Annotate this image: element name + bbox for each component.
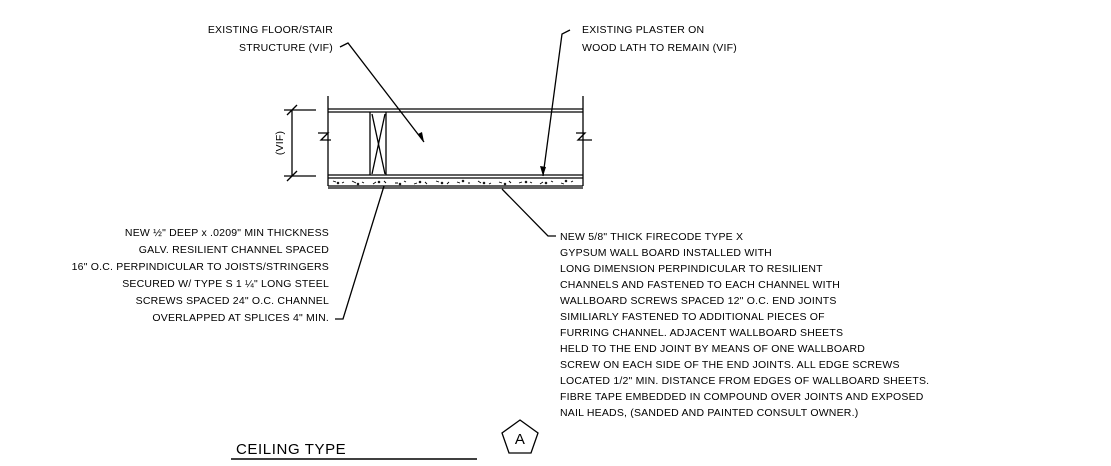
note-resilient-channel: NEW ½" DEEP x .0209" MIN THICKNESS GALV.…: [72, 227, 329, 324]
vif-label: (VIF): [274, 131, 286, 155]
leader-existing-floor: [339, 42, 425, 143]
note-new-gyp-line-7: FURRING CHANNEL. ADJACENT WALLBOARD SHEE…: [560, 327, 843, 339]
note-resilient-line-3: 16" O.C. PERPINDICULAR TO JOISTS/STRINGE…: [72, 261, 329, 273]
plaster-hatch: [332, 179, 574, 186]
note-existing-plaster-line-2: WOOD LATH TO REMAIN (VIF): [582, 42, 737, 54]
tag-pentagon: [501, 419, 539, 454]
note-resilient-line-1: NEW ½" DEEP x .0209" MIN THICKNESS: [125, 227, 329, 239]
note-resilient-line-6: OVERLAPPED AT SPLICES 4" MIN.: [152, 312, 329, 324]
note-new-gyp-line-9: SCREW ON EACH SIDE OF THE END JOINTS. AL…: [560, 359, 900, 371]
note-new-gyp-line-3: LONG DIMENSION PERPINDICULAR TO RESILIEN…: [560, 263, 823, 275]
ceiling-layers: [328, 174, 583, 189]
note-new-gyp: NEW 5/8" THICK FIRECODE TYPE X GYPSUM WA…: [560, 231, 929, 419]
note-new-gyp-line-10: LOCATED 1/2" MIN. DISTANCE FROM EDGES OF…: [560, 375, 929, 387]
note-new-gyp-line-12: NAIL HEADS, (SANDED AND PAINTED CONSULT …: [560, 407, 858, 419]
note-new-gyp-line-6: SIMILIARLY FASTENED TO ADDITIONAL PIECES…: [560, 311, 825, 323]
note-new-gyp-line-5: WALLBOARD SCREWS SPACED 12" O.C. END JOI…: [560, 295, 837, 307]
note-new-gyp-line-8: HELD TO THE END JOINT BY MEANS OF ONE WA…: [560, 343, 865, 355]
note-resilient-line-2: GALV. RESILIENT CHANNEL SPACED: [139, 244, 329, 256]
leader-resilient-channel: [335, 185, 385, 320]
note-new-gyp-line-11: FIBRE TAPE EMBEDDED IN COMPOUND OVER JOI…: [560, 391, 924, 403]
vif-dimension: [284, 104, 316, 182]
note-new-gyp-line-2: GYPSUM WALL BOARD INSTALLED WITH: [560, 247, 772, 259]
note-existing-floor: EXISTING FLOOR/STAIR STRUCTURE (VIF): [208, 24, 333, 54]
leader-existing-plaster: [542, 29, 571, 177]
note-resilient-line-4: SECURED W/ TYPE S 1 ¼" LONG STEEL: [122, 278, 329, 290]
title-tag: A: [515, 431, 525, 448]
title-ceiling-type: CEILING TYPE: [236, 441, 346, 458]
leader-new-gyp: [501, 188, 556, 237]
note-resilient-line-5: SCREWS SPACED 24" O.C. CHANNEL: [136, 295, 329, 307]
blocking-x: [369, 112, 387, 175]
note-new-gyp-line-4: CHANNELS AND FASTENED TO EACH CHANNEL WI…: [560, 279, 840, 291]
note-existing-floor-line-1: EXISTING FLOOR/STAIR: [208, 24, 333, 36]
note-existing-floor-line-2: STRUCTURE (VIF): [239, 42, 333, 54]
floor-structure: [318, 96, 592, 186]
note-new-gyp-line-1: NEW 5/8" THICK FIRECODE TYPE X: [560, 231, 743, 243]
note-existing-plaster-line-1: EXISTING PLASTER ON: [582, 24, 704, 36]
note-existing-plaster: EXISTING PLASTER ON WOOD LATH TO REMAIN …: [582, 24, 737, 54]
